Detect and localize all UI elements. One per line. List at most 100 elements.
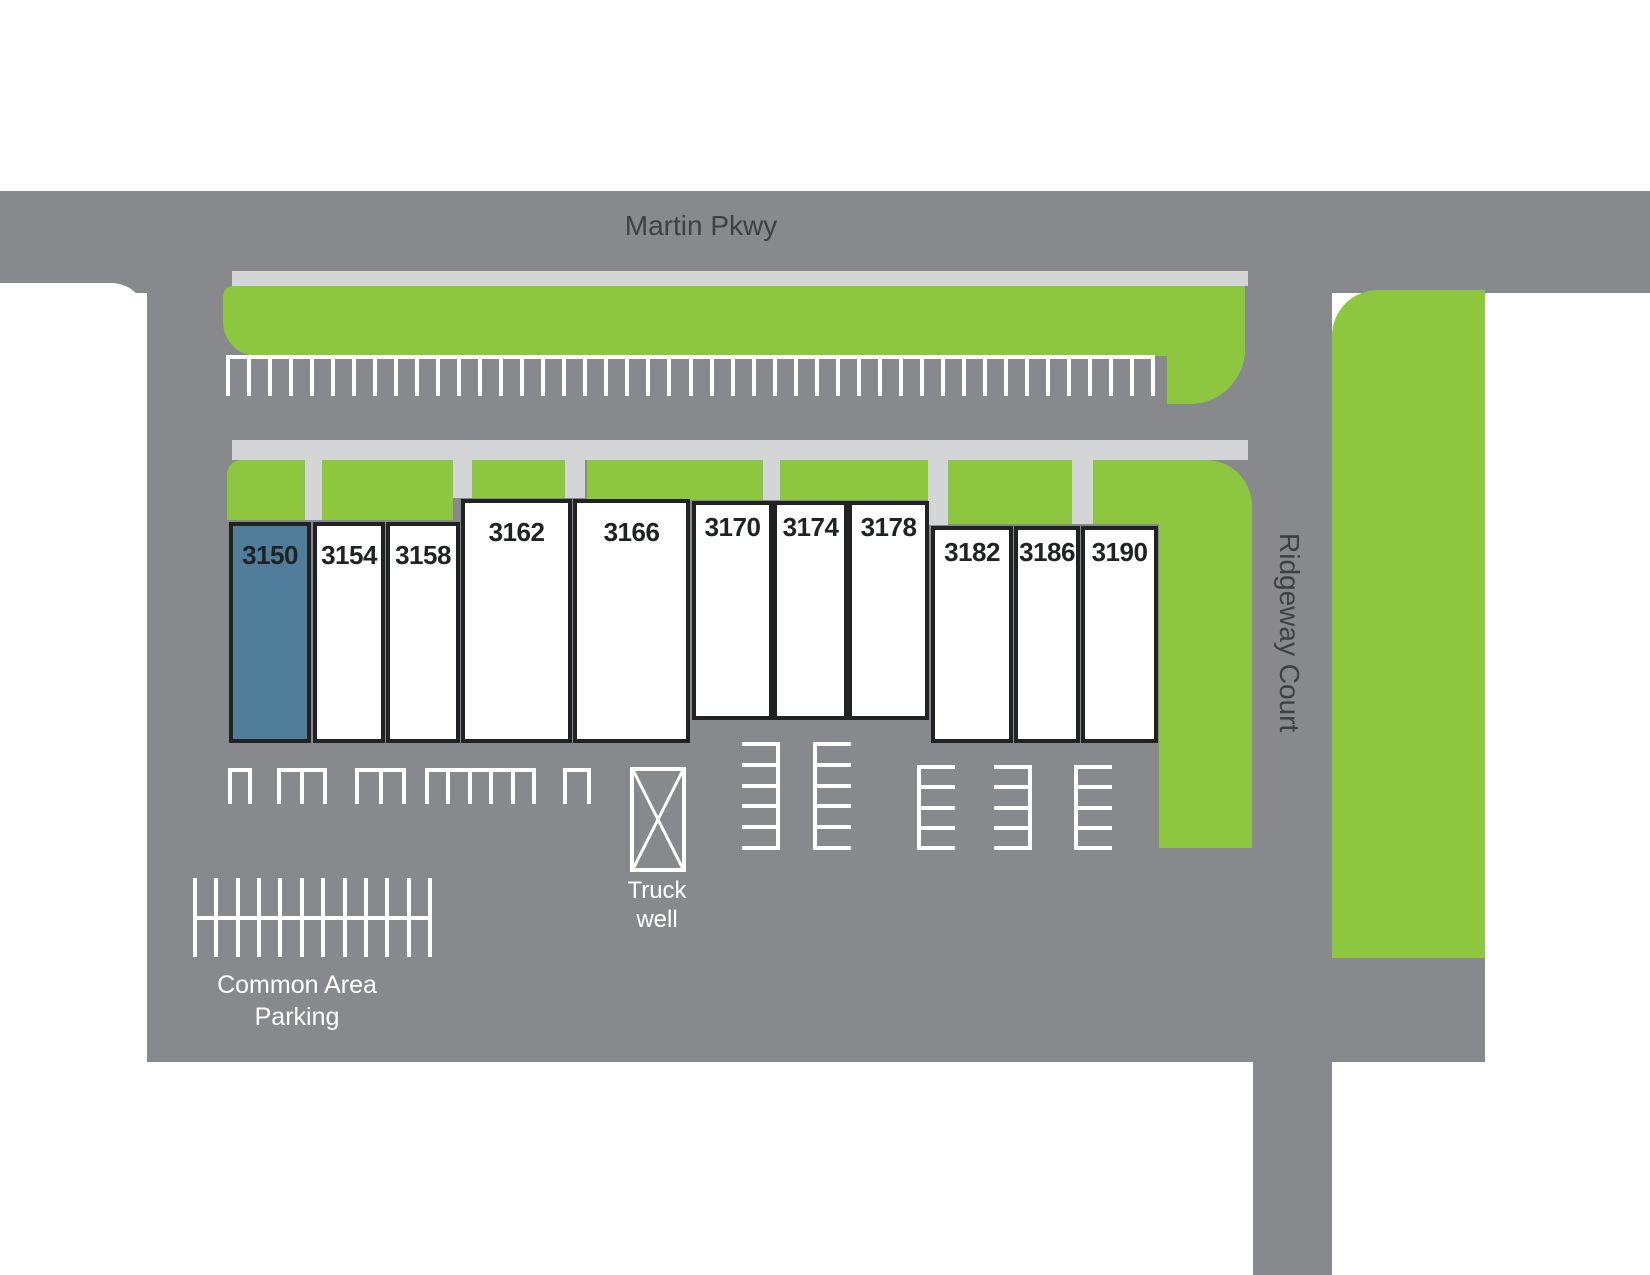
planter-3174-3178 [780, 460, 928, 500]
common-parking-tick-top [407, 878, 411, 920]
front-stall-tick [587, 768, 591, 804]
side-stall-line [994, 765, 1032, 769]
north-stall-tick [646, 355, 650, 396]
north-stall-tick [394, 355, 398, 396]
north-stall-tick [689, 355, 693, 396]
north-stall-tick [562, 355, 566, 396]
walkway-3162-3166 [565, 440, 585, 498]
common-parking-tick-top [278, 878, 282, 920]
north-stall-tick [773, 355, 777, 396]
front-stall-tick [300, 768, 304, 804]
north-stall-tick [1046, 355, 1050, 396]
north-stall-tick [1151, 355, 1155, 396]
west-margin [0, 283, 147, 1275]
building-number-label: 3158 [395, 540, 451, 570]
walkway-3150-3154 [305, 440, 322, 520]
truck-well-label: Truck well [577, 876, 737, 934]
side-stall-line [1074, 846, 1112, 850]
front-stall-bar [228, 768, 252, 772]
north-stall-tick [1067, 355, 1071, 396]
side-stall-line [1074, 806, 1112, 810]
side-stall-line [1074, 785, 1112, 789]
building-3162: 3162 [461, 499, 572, 743]
side-stall-line [917, 785, 955, 789]
front-stall-tick [323, 768, 327, 804]
truck-well-line2: well [636, 906, 678, 933]
north-stall-tick [1130, 355, 1134, 396]
front-stall-tick [277, 768, 281, 804]
side-stall-line [813, 804, 851, 808]
building-3166: 3166 [573, 499, 690, 743]
front-stall-tick [425, 768, 429, 804]
walkway-3170-3174 [763, 440, 780, 500]
building-3190: 3190 [1081, 526, 1158, 743]
common-area-parking-line2: Parking [254, 1003, 340, 1031]
building-number-label: 3178 [860, 512, 917, 542]
common-parking-tick-bottom [214, 916, 218, 957]
front-stall-bar [425, 768, 536, 772]
north-stall-tick [310, 355, 314, 396]
front-stall-tick [446, 768, 450, 804]
north-stall-tick [499, 355, 503, 396]
side-stall-line [813, 763, 851, 767]
common-parking-tick-bottom [236, 916, 240, 957]
storefront-sidewalk [232, 440, 1248, 460]
north-stall-tick [941, 355, 945, 396]
common-parking-tick-top [193, 878, 197, 920]
front-stall-tick [248, 768, 252, 804]
common-parking-tick-bottom [364, 916, 368, 957]
building-number-label: 3154 [321, 540, 377, 570]
north-stall-tick [541, 355, 545, 396]
building-3174: 3174 [773, 501, 848, 720]
common-area-parking-label: Common Area Parking [147, 969, 447, 1033]
common-parking-tick-top [214, 878, 218, 920]
common-parking-tick-top [364, 878, 368, 920]
side-stall-line [742, 804, 780, 808]
north-stall-tick [583, 355, 587, 396]
north-stall-tick [920, 355, 924, 396]
north-stall-tick [520, 355, 524, 396]
side-stall-line [742, 825, 780, 829]
walkway-3158-3162 [453, 440, 472, 498]
walkway-3178-3182 [928, 440, 948, 525]
front-stall-tick [402, 768, 406, 804]
north-stall-tick [415, 355, 419, 396]
common-parking-tick-top [257, 878, 261, 920]
north-stall-tick [983, 355, 987, 396]
common-area-parking-line1: Common Area [217, 971, 377, 999]
planter-3154-3158 [322, 460, 453, 520]
north-stall-tick [815, 355, 819, 396]
walkway-3186-3190 [1072, 440, 1093, 524]
building-number-label: 3182 [944, 537, 1000, 567]
side-stall-line [742, 784, 780, 788]
north-stall-tick [457, 355, 461, 396]
side-stall-line [742, 742, 780, 746]
building-number-label: 3162 [488, 517, 545, 547]
common-parking-tick-top [300, 878, 304, 920]
north-stall-tick [331, 355, 335, 396]
north-stall-tick [731, 355, 735, 396]
common-parking-tick-bottom [385, 916, 389, 957]
north-stall-tick [436, 355, 440, 396]
front-stall-tick [489, 768, 493, 804]
common-parking-line [193, 916, 432, 920]
side-stall-line [742, 763, 780, 767]
front-stall-tick [511, 768, 515, 804]
side-stall-spine [776, 742, 780, 850]
north-landscape-band [223, 286, 1245, 356]
front-stall-bar [563, 768, 591, 772]
planter-3150 [227, 460, 305, 520]
north-stall-tick [268, 355, 272, 396]
side-stall-line [917, 765, 955, 769]
front-stall-tick [468, 768, 472, 804]
front-stall-tick [355, 768, 359, 804]
front-stall-tick [563, 768, 567, 804]
north-stall-tick [604, 355, 608, 396]
ridgeway-court-road [1253, 1060, 1332, 1275]
north-stall-tick [878, 355, 882, 396]
building-number-label: 3186 [1019, 537, 1075, 567]
north-stall-tick [352, 355, 356, 396]
